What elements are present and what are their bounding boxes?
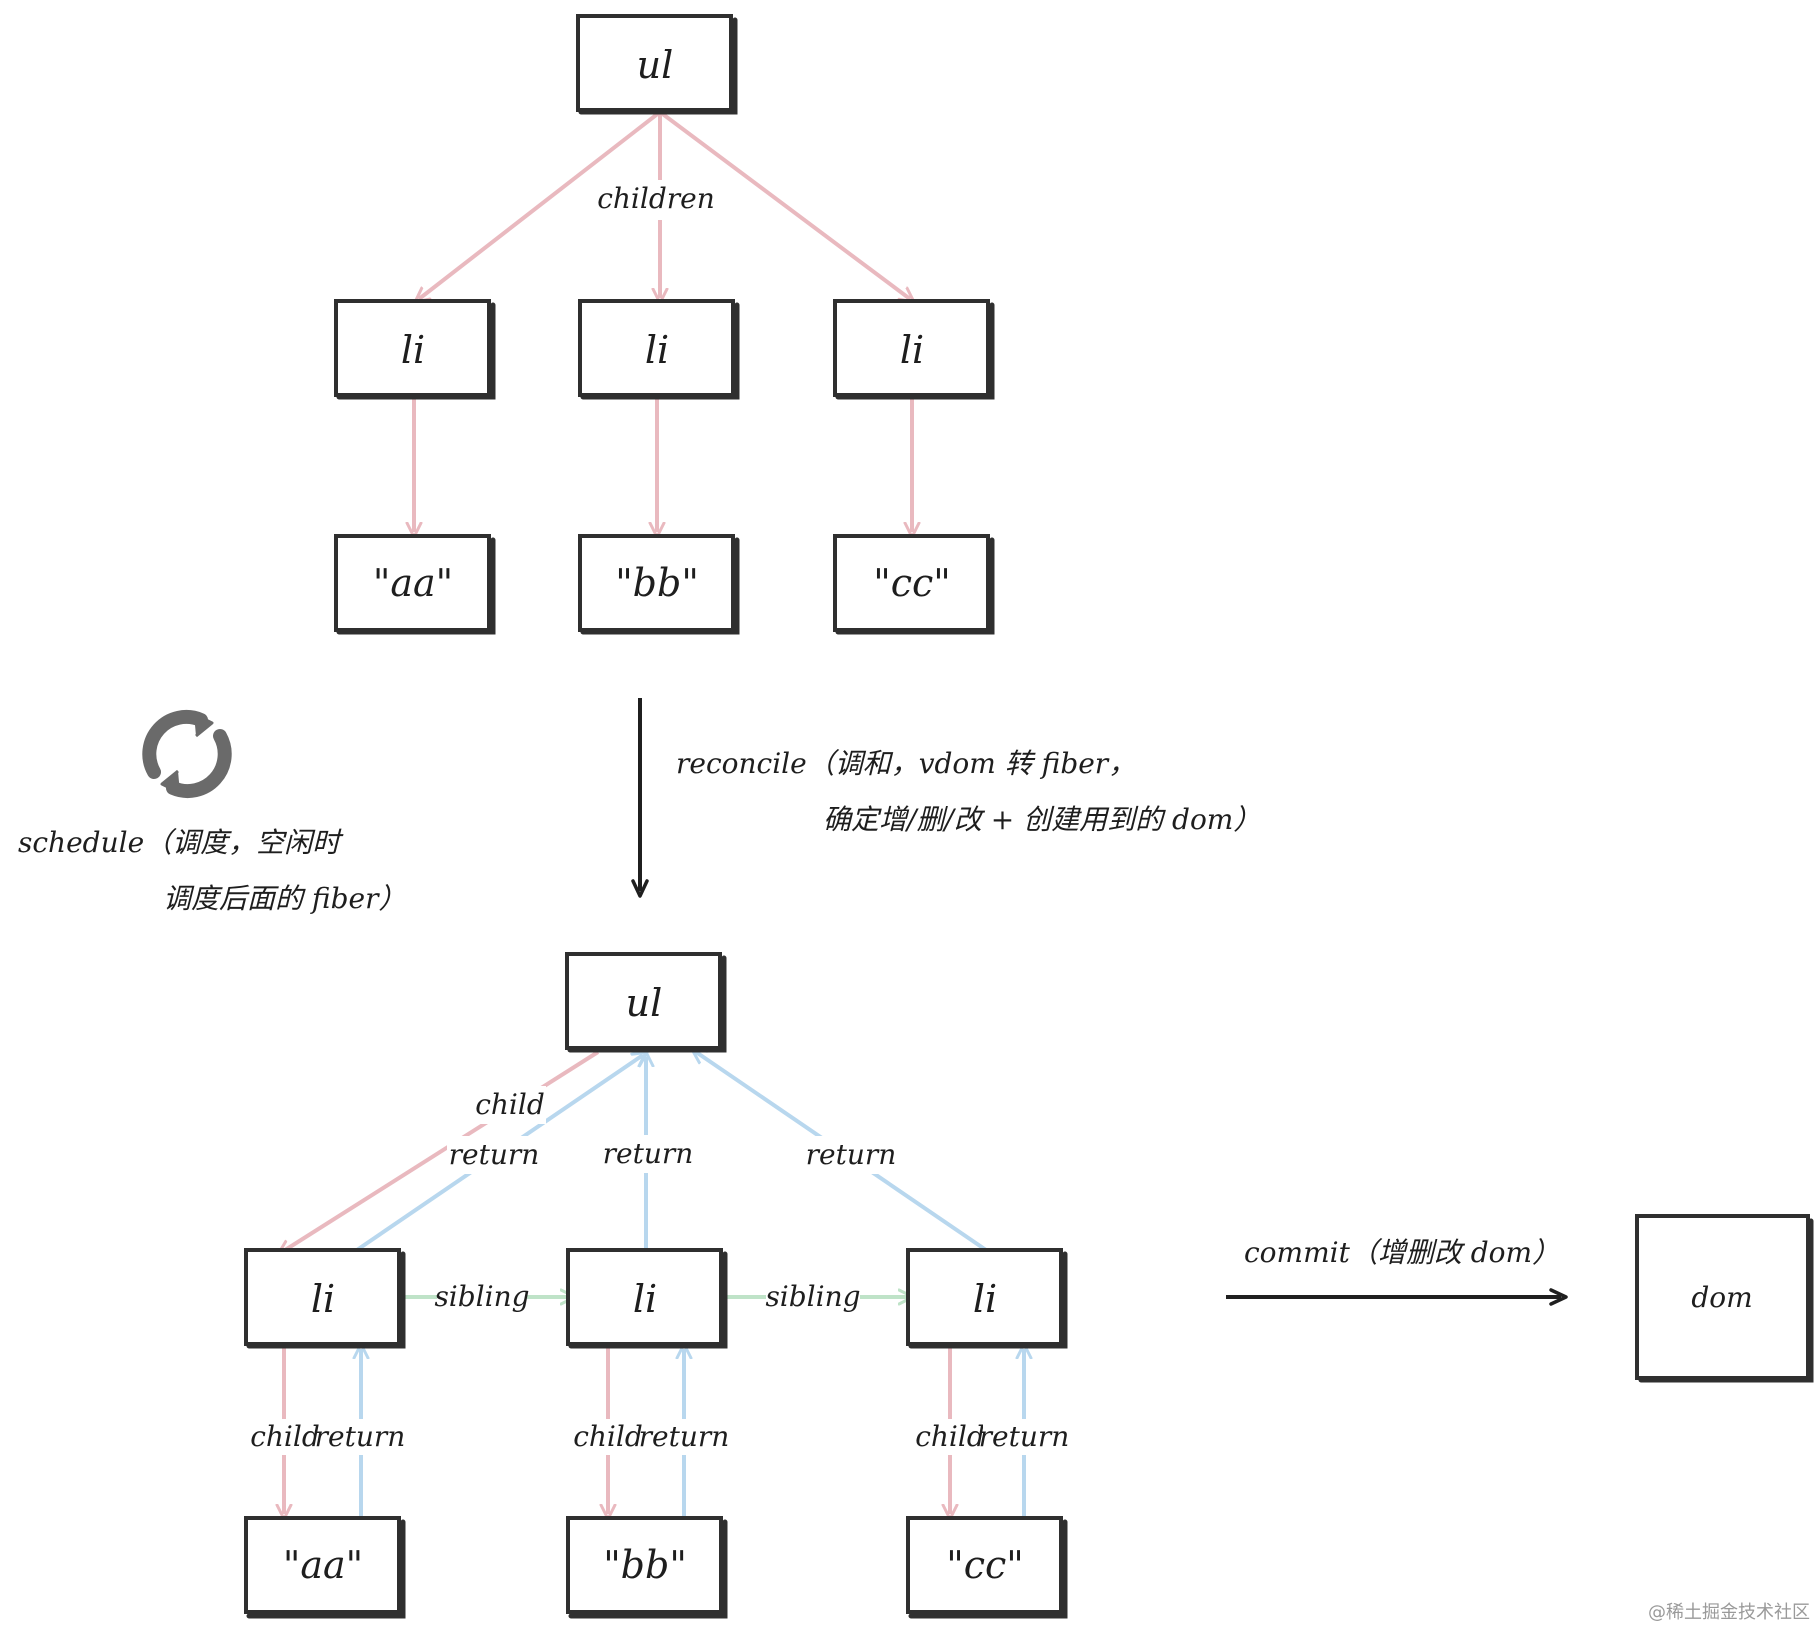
bottom-child-edge-root-to-left	[282, 1050, 600, 1252]
dom-node: dom	[1635, 1214, 1814, 1383]
dom-node-box	[1635, 1214, 1810, 1380]
top-children-edge-right	[658, 110, 910, 299]
top-li-node-right: li	[833, 299, 995, 400]
bottom-return-label-middle-lower-bg	[643, 1419, 727, 1455]
bottom-ul-node: ul	[565, 952, 727, 1053]
bottom-return-label-middle-bg	[601, 1135, 693, 1173]
children-label-bg	[592, 180, 726, 220]
refresh-cycle-icon-head-top	[193, 712, 214, 738]
top-text-node-cc-label: "cc"	[873, 561, 951, 605]
bottom-return-label-right-lower: return	[979, 1420, 1070, 1453]
bottom-li-node-right-box	[906, 1248, 1063, 1346]
bottom-child-label-right-bg	[913, 1419, 989, 1455]
bottom-text-node-aa-box	[244, 1516, 401, 1614]
bottom-li-node-middle: li	[566, 1248, 728, 1349]
top-li-node-middle: li	[578, 299, 740, 400]
bottom-tree-edges	[282, 1052, 1024, 1516]
top-text-node-bb: "bb"	[578, 534, 740, 635]
bottom-child-label-root: child	[475, 1088, 545, 1121]
bottom-li-node-middle-label: li	[633, 1277, 657, 1321]
top-tree-edges	[414, 110, 912, 532]
refresh-cycle-icon	[142, 709, 232, 799]
bottom-li-node-right-label: li	[973, 1277, 997, 1321]
schedule-note-line-1: schedule（调度，空闲时	[18, 826, 344, 859]
top-li-node-left: li	[334, 299, 496, 400]
reconcile-note-line-2: 确定增/删/改 + 创建用到的 dom）	[823, 803, 1261, 836]
top-children-edge-left	[419, 110, 662, 299]
bottom-sibling-label-right-bg	[766, 1278, 860, 1316]
top-ul-node: ul	[576, 14, 738, 115]
top-text-node-cc: "cc"	[833, 534, 995, 635]
bottom-li-node-left-label: li	[311, 1277, 335, 1321]
bottom-li-node-middle-box	[566, 1248, 723, 1346]
top-text-node-aa: "aa"	[334, 534, 496, 635]
top-text-node-cc-box	[833, 534, 990, 632]
bottom-return-label-right: return	[806, 1138, 897, 1171]
dom-node-label: dom	[1691, 1281, 1752, 1314]
top-text-node-bb-box	[578, 534, 735, 632]
bottom-text-node-cc-label: "cc"	[946, 1543, 1024, 1587]
top-text-node-bb-label: "bb"	[615, 561, 699, 605]
bottom-text-node-bb: "bb"	[566, 1516, 728, 1619]
bottom-text-node-bb-shadow	[568, 1519, 728, 1619]
bottom-return-label-right-lower-bg	[983, 1419, 1067, 1455]
bottom-ul-node-label: ul	[626, 981, 663, 1025]
bottom-child-label-left: child	[250, 1420, 320, 1453]
bottom-text-node-cc: "cc"	[906, 1516, 1068, 1619]
bottom-return-label-middle-lower: return	[639, 1420, 730, 1453]
bottom-child-label-right: child	[915, 1420, 985, 1453]
bottom-sibling-label-left-bg	[437, 1278, 527, 1316]
bottom-return-label-left-lower: return	[315, 1420, 406, 1453]
top-li-node-right-label: li	[900, 328, 924, 372]
bottom-text-node-aa-label: "aa"	[283, 1543, 363, 1587]
top-ul-node-label: ul	[637, 43, 674, 87]
bottom-return-label-left-bg	[447, 1136, 543, 1174]
top-text-node-aa-label: "aa"	[373, 561, 453, 605]
top-ul-node-box	[576, 14, 733, 112]
bottom-ul-node-box	[565, 952, 722, 1050]
bottom-li-node-left-box	[244, 1248, 401, 1346]
top-li-node-left-box	[334, 299, 491, 397]
top-li-node-middle-label: li	[645, 328, 669, 372]
bottom-return-label-middle: return	[603, 1137, 694, 1170]
bottom-return-label-right-bg	[804, 1136, 900, 1174]
bottom-child-label-middle-bg	[571, 1419, 647, 1455]
bottom-child-label-middle: child	[573, 1420, 643, 1453]
bottom-child-label-left-bg	[248, 1419, 324, 1455]
refresh-cycle-icon-arc-bottom	[166, 729, 232, 799]
bottom-text-node-cc-shadow	[908, 1519, 1068, 1619]
bottom-sibling-label-left: sibling	[434, 1280, 529, 1313]
bottom-return-label-left-lower-bg	[319, 1419, 403, 1455]
top-tree: ul li li li "aa" "bb"	[334, 14, 995, 635]
bottom-text-node-aa: "aa"	[244, 1516, 406, 1619]
bottom-tree-edge-labels: child return return return sibling sibli…	[248, 1086, 1069, 1455]
schedule-note-line-2: 调度后面的 fiber）	[163, 882, 406, 915]
watermark: @稀土掘金技术社区	[1648, 1602, 1810, 1623]
top-li-node-middle-box	[578, 299, 735, 397]
commit-label: commit（增删改 dom）	[1244, 1236, 1560, 1269]
refresh-cycle-icon-arc-top	[142, 709, 208, 779]
bottom-return-label-left: return	[449, 1138, 540, 1171]
bottom-child-label-root-bg	[468, 1086, 546, 1124]
top-text-node-aa-box	[334, 534, 491, 632]
bottom-text-node-bb-box	[566, 1516, 723, 1614]
top-li-node-right-box	[833, 299, 990, 397]
bottom-li-node-right: li	[906, 1248, 1068, 1349]
bottom-text-node-cc-box	[906, 1516, 1063, 1614]
reconcile-note-line-1: reconcile（调和，vdom 转 fiber，	[676, 747, 1136, 780]
children-label: children	[597, 182, 715, 215]
bottom-text-node-aa-shadow	[246, 1519, 406, 1619]
bottom-sibling-label-right: sibling	[765, 1280, 860, 1313]
bottom-tree: ul li li li "aa" "bb"	[244, 952, 1068, 1619]
bottom-li-node-left: li	[244, 1248, 406, 1349]
top-li-node-left-label: li	[401, 328, 425, 372]
bottom-text-node-bb-label: "bb"	[603, 1543, 687, 1587]
refresh-cycle-icon-head-bottom	[160, 769, 181, 795]
